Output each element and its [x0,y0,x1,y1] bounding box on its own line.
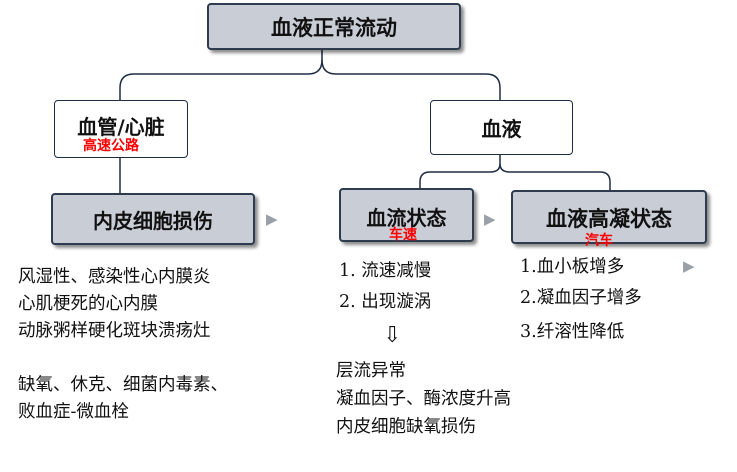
cause-item: 缺氧、休克、细菌内毒素、 [18,375,228,395]
triangle-right-icon: ▶ [266,210,278,228]
endothelial-injury-box: 内皮细胞损伤 [51,193,255,245]
title-text: 血液正常流动 [271,14,397,40]
flow-item: 2. 出现漩涡 [339,292,432,312]
vessel-heart-box: 血管/心脏 [54,100,188,158]
down-arrow-icon: ⇩ [383,323,402,348]
cause-item: 风湿性、感染性心内膜炎 [18,267,211,287]
endothelial-injury-label: 内皮细胞损伤 [93,208,213,233]
speed-analogy-label: 车速 [389,227,417,243]
hypercoagulable-label: 血液高凝状态 [546,206,672,231]
triangle-right-icon: ▶ [683,257,695,275]
hypercoag-item: 2.凝血因子增多 [520,288,642,308]
hypercoag-item: 3.纤溶性降低 [520,322,625,342]
flow-result-item: 内皮细胞缺氧损伤 [336,417,476,437]
cause-item: 败血症-微血栓 [18,402,129,422]
title-box: 血液正常流动 [207,3,461,50]
hypercoag-item: 1.血小板增多 [520,257,625,277]
triangle-right-icon: ▶ [484,210,496,228]
cause-item: 动脉粥样硬化斑块溃疡灶 [18,321,211,341]
hypercoagulable-box: 血液高凝状态 [511,190,707,244]
flow-state-label: 血流状态 [366,206,447,230]
flow-state-box: 血流状态 [339,188,474,242]
blood-box: 血液 [430,100,573,155]
flow-result-item: 凝血因子、酶浓度升高 [336,389,511,409]
car-analogy-label: 汽车 [585,233,613,249]
flow-item: 1. 流速减慢 [339,261,432,281]
flow-result-item: 层流异常 [336,361,406,381]
highway-analogy-label: 高速公路 [83,138,139,154]
cause-item: 心肌梗死的心内膜 [18,294,158,314]
vessel-heart-label: 血管/心脏 [77,115,165,139]
blood-label: 血液 [481,117,522,141]
